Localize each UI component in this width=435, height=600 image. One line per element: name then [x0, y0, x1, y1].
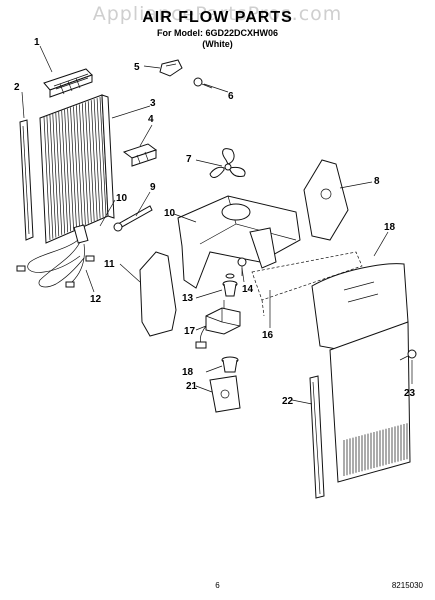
callout-2: 21 [186, 381, 198, 392]
page-title: AIR FLOW PARTS [142, 9, 293, 26]
callout-3: 5 [134, 62, 140, 73]
part-18-screw-top[interactable] [193, 77, 213, 89]
part-2-motor-bracket[interactable] [209, 375, 241, 413]
part-12-wire-harness[interactable] [16, 224, 95, 288]
callout-5: 3 [150, 98, 156, 109]
callout-14: 9 [150, 182, 156, 193]
page-number: 6 [215, 581, 220, 590]
callout-13: 16 [262, 330, 274, 341]
callout-1: 10 [164, 208, 176, 219]
part-16-seal-strip[interactable] [19, 119, 34, 241]
leader-lines [21, 45, 413, 405]
callout-22: 8 [374, 176, 380, 187]
part-13-duct-panel[interactable] [251, 251, 363, 317]
callout-18-lower: 23 [404, 388, 416, 399]
callout-7: 17 [184, 326, 196, 337]
watermark-text: AppliancePartsPros.com [92, 3, 343, 25]
callout-9: 22 [282, 396, 294, 407]
part-9-seal-strip[interactable] [309, 375, 325, 499]
callout-21: 14 [242, 284, 254, 295]
callout-17: 18 [384, 222, 396, 233]
part-23-baffle[interactable] [139, 251, 177, 337]
part-5-evaporator-panel[interactable] [39, 94, 115, 244]
callout-8: 7 [186, 154, 192, 165]
callout-12: 10 [116, 193, 128, 204]
part-10-bushing-upper[interactable] [222, 273, 238, 297]
part-6-grille[interactable] [43, 68, 93, 98]
part-18-screw-lower[interactable] [399, 349, 417, 361]
callout-4: 12 [90, 294, 102, 305]
part-1-fan-housing[interactable] [177, 195, 301, 289]
part-10-bushing-lower[interactable] [221, 356, 239, 373]
part-8-fan-blade[interactable] [209, 148, 246, 178]
part-21-screw[interactable] [237, 257, 247, 276]
part-22-rear-bracket[interactable] [303, 159, 349, 241]
document-number: 8215030 [391, 581, 423, 590]
callout-6: 1 [34, 37, 40, 48]
part-7-fan-motor[interactable] [195, 300, 241, 349]
part-3-bracket[interactable] [159, 59, 183, 77]
callout-10-upper: 13 [182, 293, 194, 304]
callout-10-lower: 18 [182, 367, 194, 378]
part-11-bracket[interactable] [122, 143, 158, 167]
callout-labels: 1 2 3 4 5 6 7 8 9 10 10 11 12 13 14 16 1… [14, 37, 416, 407]
color-line: (White) [202, 39, 233, 49]
part-14-screw[interactable] [113, 205, 153, 232]
callout-16: 2 [14, 82, 20, 93]
callout-11: 4 [148, 114, 154, 125]
part-17-upper-cover[interactable] [311, 263, 409, 351]
callout-18-top: 6 [228, 91, 234, 102]
callout-23: 11 [104, 259, 115, 270]
model-line: For Model: 6GD22DCXHW06 [156, 28, 279, 38]
lower-cover-panel[interactable] [329, 321, 411, 483]
